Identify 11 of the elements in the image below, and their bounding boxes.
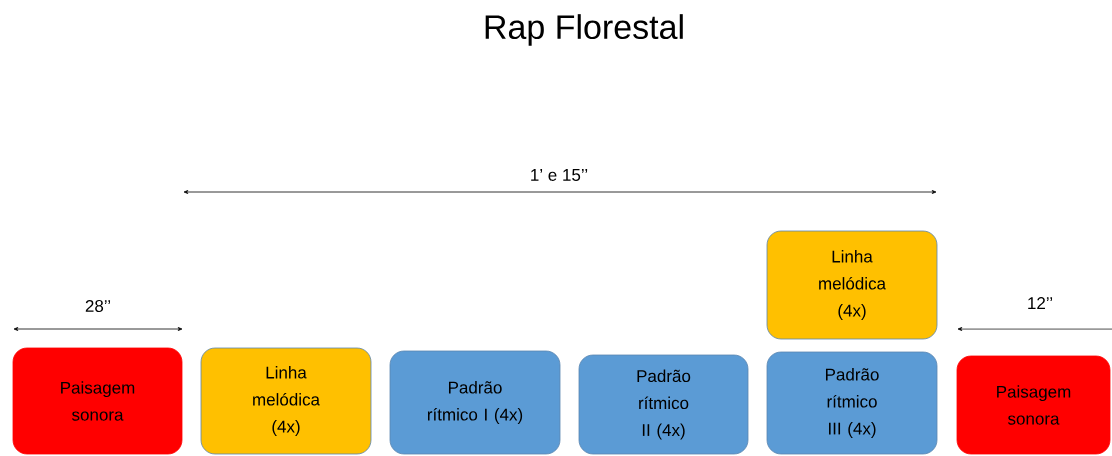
title: Rap Florestal: [485, 14, 683, 46]
section-box: Padrão rítmico I (4x): [389, 350, 561, 455]
dimension-label: 28’’: [85, 300, 111, 313]
section-box: Padrão rítmico III (4x): [766, 351, 938, 455]
dimension-label: 1’ e 15’’: [531, 169, 588, 181]
section-box: Paisagem sonora: [12, 347, 183, 455]
section-box: Linha melódica (4x): [200, 347, 372, 455]
section-box: Paisagem sonora: [956, 355, 1111, 455]
section-box: Padrão rítmico II (4x): [578, 354, 749, 455]
dimension-label: 12’’: [1028, 297, 1053, 309]
section-box: Linha melódica (4x): [766, 230, 938, 340]
